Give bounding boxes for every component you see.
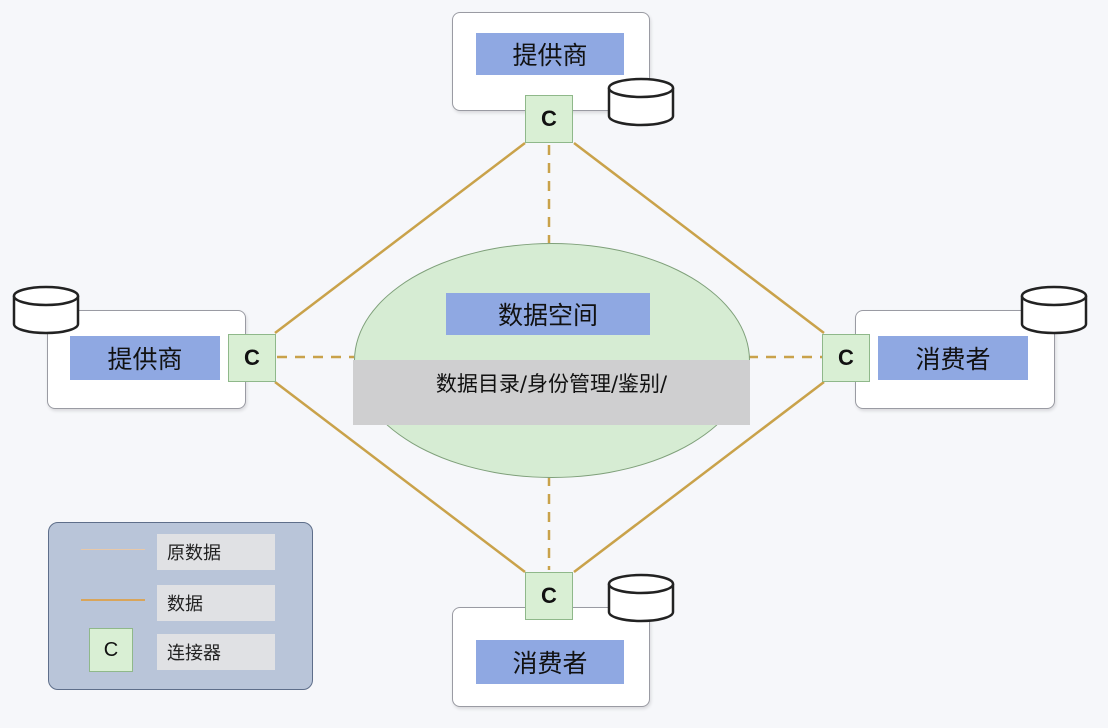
data-line-top-left xyxy=(274,142,526,334)
database-icon-right xyxy=(1020,285,1088,335)
data-space-services: 数据目录/身份管理/鉴别/ xyxy=(353,360,750,425)
legend-connector-symbol: C xyxy=(89,628,133,672)
database-icon-left xyxy=(12,285,80,335)
data-line-left-bottom xyxy=(274,381,526,573)
connector-right: C xyxy=(822,334,870,382)
legend: 原数据 数据 C 连接器 xyxy=(48,522,313,690)
consumer-label-bottom: 消费者 xyxy=(476,640,624,684)
legend-label-metadata: 原数据 xyxy=(157,534,275,570)
legend-label-connector: 连接器 xyxy=(157,634,275,670)
data-line-top-right xyxy=(573,142,825,334)
provider-label-left: 提供商 xyxy=(70,336,220,380)
connector-top: C xyxy=(525,95,573,143)
provider-label-top: 提供商 xyxy=(476,33,624,75)
legend-metadata-line xyxy=(81,549,145,550)
database-icon-top xyxy=(607,77,675,127)
connector-left: C xyxy=(228,334,276,382)
legend-label-data: 数据 xyxy=(157,585,275,621)
database-icon-bottom xyxy=(607,573,675,623)
data-space-title: 数据空间 xyxy=(446,293,650,335)
data-line-right-bottom xyxy=(573,381,825,573)
consumer-label-right: 消费者 xyxy=(878,336,1028,380)
legend-data-line xyxy=(81,599,145,601)
connector-bottom: C xyxy=(525,572,573,620)
